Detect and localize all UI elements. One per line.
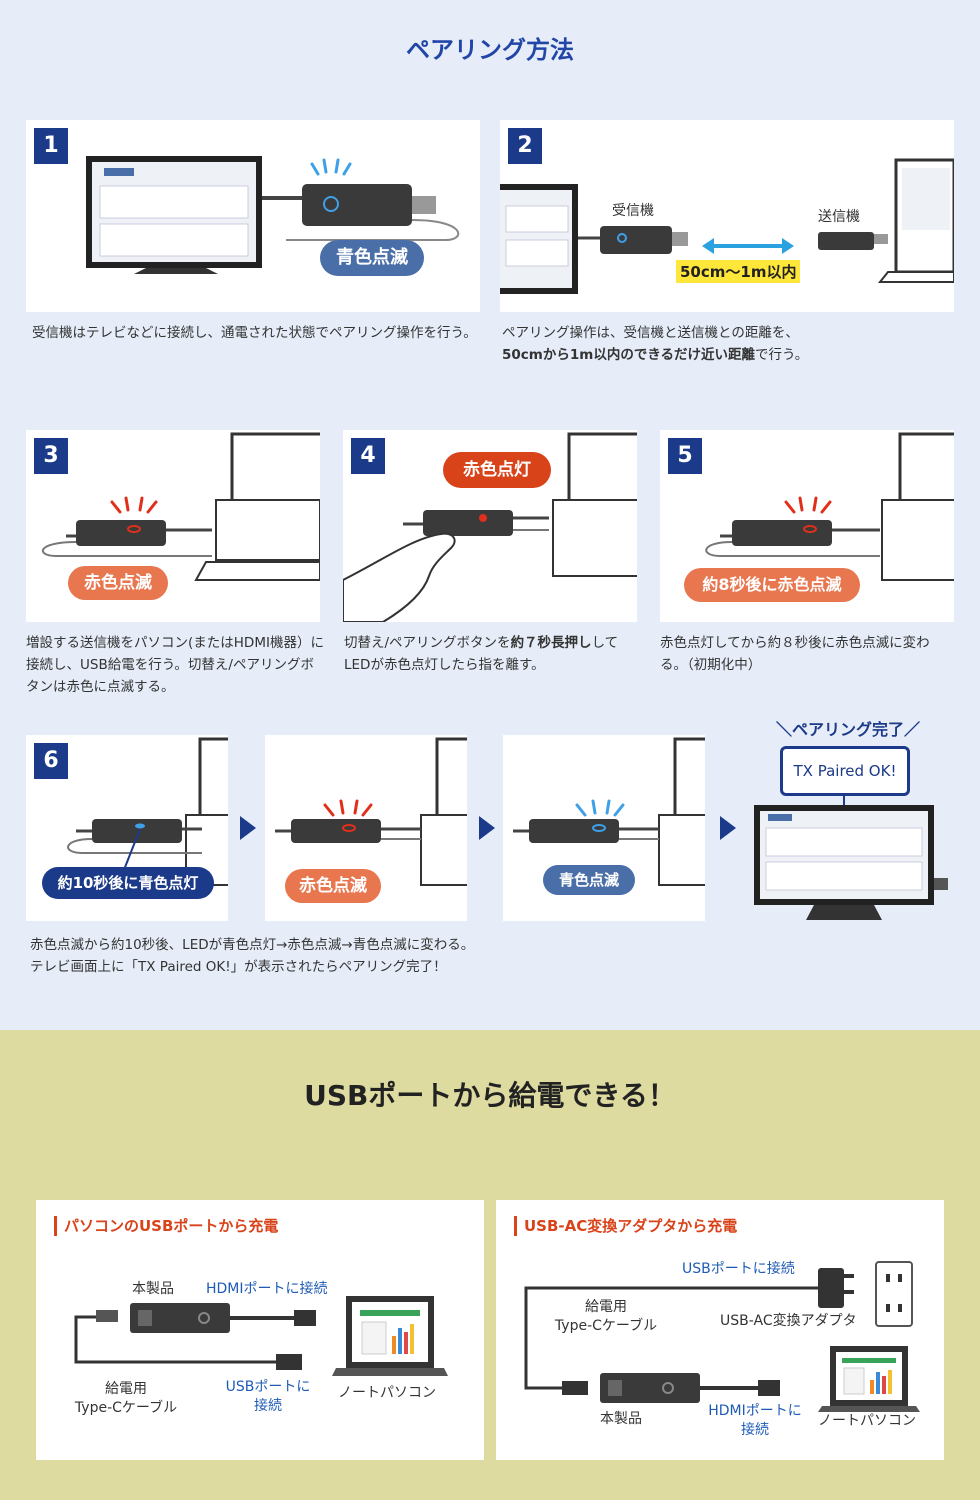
tv-with-message-illustration	[754, 796, 948, 920]
step-6b-card: 赤色点滅	[265, 735, 467, 921]
red-blink-illustration	[275, 737, 467, 886]
caption-bold: 50cmから1m以内のできるだけ近い距離	[502, 347, 756, 363]
step-3-card: 3 赤色点滅	[26, 430, 320, 622]
hdmi-port-label: HDMIポートに接続	[206, 1281, 328, 1297]
red-on-bubble: 赤色点灯	[443, 452, 551, 488]
tv-receiver-illustration	[86, 156, 460, 274]
step-number: 1	[34, 128, 68, 164]
step-number: 6	[34, 743, 68, 779]
caption-text: ペアリング操作は、受信機と送信機との距離を、	[502, 325, 799, 341]
step-3-caption: 増設する送信機をパソコン(またはHDMI機器）に接続し、USB給電を行う。切替え…	[26, 635, 324, 695]
pairing-title: ペアリング方法	[406, 36, 574, 64]
step-number: 5	[668, 438, 702, 474]
step-6c-card: 青色点滅	[503, 735, 705, 921]
step-2-card: 2 受信機 送信機 50cm〜1m以内	[500, 120, 954, 312]
cable-label: 給電用 Type-Cケーブル	[66, 1380, 186, 1418]
hdmi-text: 接続	[741, 1422, 769, 1438]
cable-text: 給電用	[585, 1299, 627, 1315]
cable-text: 給電用	[105, 1381, 147, 1397]
red-blink-after-8s-badge: 約8秒後に赤色点滅	[684, 568, 860, 602]
usb-port-label: USBポートに 接続	[216, 1378, 320, 1416]
tx-paired-bubble: TX Paired OK!	[780, 746, 910, 796]
arrow-right-icon	[479, 816, 495, 840]
step-number: 4	[351, 438, 385, 474]
step-number: 2	[508, 128, 542, 164]
product-label: 本製品	[132, 1281, 174, 1297]
adapter-label: USB-AC変換アダプタ	[720, 1313, 857, 1329]
cable-text: Type-Cケーブル	[554, 1318, 658, 1334]
hdmi-text: HDMIポートに	[708, 1403, 802, 1419]
caption-text: してLEDが赤色点灯したら指を離す。	[344, 635, 619, 673]
blue-on-badge: 約10秒後に青色点灯	[42, 867, 214, 899]
panel-title: パソコンのUSBポートから充電	[54, 1216, 278, 1236]
blue-blink-illustration	[513, 737, 705, 886]
slash-left: ＼	[776, 720, 793, 739]
laptop-label: ノートパソコン	[338, 1385, 436, 1401]
cable-text: Type-Cケーブル	[74, 1400, 178, 1416]
caption-bold: 約７秒長押し	[510, 635, 592, 651]
panel-title: USB-AC変換アダプタから充電	[514, 1216, 737, 1236]
arrow-right-icon	[720, 816, 736, 840]
sender-label: 送信機	[818, 209, 860, 225]
hdmi-port-label: HDMIポートに 接続	[700, 1402, 810, 1440]
slash-right: ／	[904, 720, 921, 739]
step-4-card: 4 赤色点灯	[343, 430, 637, 622]
step-6-caption: 赤色点滅から約10秒後、LEDが青色点灯→赤色点滅→青色点滅に変わる。 テレビ画…	[30, 934, 670, 978]
red-blink-badge: 赤色点滅	[68, 566, 168, 600]
pc-usb-connection-illustration	[74, 1296, 448, 1376]
blue-blink-badge: 青色点滅	[543, 865, 635, 895]
pairing-complete-text: ペアリング完了	[792, 720, 905, 739]
step-5-caption: 赤色点灯してから約８秒後に赤色点滅に変わる。（初期化中）	[660, 635, 930, 673]
caption-text: テレビ画面上に「TX Paired OK!」が表示されたらペアリング完了！	[30, 959, 447, 975]
pairing-complete-label: ＼ペアリング完了／	[776, 716, 920, 740]
blue-blink-badge: 青色点滅	[320, 240, 424, 276]
caption-text: 切替え/ペアリングボタンを	[344, 635, 511, 651]
receiver-label: 受信機	[612, 203, 654, 219]
sender-red-blink-illustration	[41, 432, 320, 581]
step-4-caption: 切替え/ペアリングボタンを約７秒長押ししてLEDが赤色点灯したら指を離す。	[344, 632, 640, 676]
red-blink-badge: 赤色点滅	[285, 869, 381, 903]
usb-port-label: USBポートに接続	[682, 1261, 795, 1277]
initializing-illustration	[705, 432, 954, 581]
laptop-label: ノートパソコン	[818, 1413, 916, 1429]
usb-power-title: USBポートから給電できる！	[304, 1079, 676, 1112]
caption-text: で行う。	[755, 347, 809, 363]
long-press-illustration	[343, 432, 637, 622]
distance-illustration	[500, 158, 954, 294]
usb-text: USBポートに	[225, 1379, 311, 1395]
pc-usb-panel: パソコンのUSBポートから充電 本製品 HDMIポートに接続 給電用 Type-…	[36, 1200, 484, 1460]
step-1-caption: 受信機はテレビなどに接続し、通電された状態でペアリング操作を行う。	[32, 325, 477, 341]
step-5-card: 5 約8秒後に赤色点滅	[660, 430, 954, 622]
caption-text: 赤色点滅から約10秒後、LEDが青色点灯→赤色点滅→青色点滅に変わる。	[30, 937, 475, 953]
step-1-card: 1 青色点滅	[26, 120, 480, 312]
step-number: 3	[34, 438, 68, 474]
ac-adapter-connection-illustration	[524, 1261, 920, 1412]
product-label: 本製品	[600, 1411, 642, 1427]
cable-label: 給電用 Type-Cケーブル	[546, 1298, 666, 1336]
distance-label: 50cm〜1m以内	[676, 260, 801, 283]
arrow-right-icon	[240, 816, 256, 840]
step-2-caption: ペアリング操作は、受信機と送信機との距離を、 50cmから1m以内のできるだけ近…	[502, 322, 948, 366]
usb-text: 接続	[254, 1398, 282, 1414]
step-6a-card: 6 約10秒後に青色点灯	[26, 735, 228, 921]
ac-adapter-panel: USB-AC変換アダプタから充電 USBポートに接続 USB-AC変換アダプタ …	[496, 1200, 944, 1460]
